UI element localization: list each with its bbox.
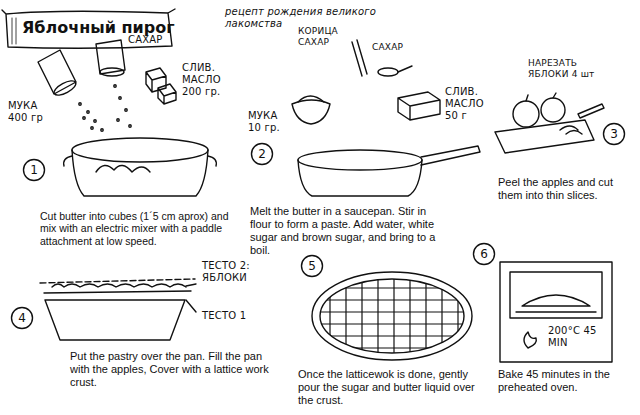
- ingredient-label: НАРЕЗАТЬ ЯБЛОКИ 4 шт: [528, 58, 618, 79]
- mixing-pot: [64, 138, 217, 196]
- ingredient-label: СЛИВ. МАСЛО 50 г: [445, 86, 497, 121]
- step-caption: Cut butter into cubes (1´5 cm aprox) and…: [40, 210, 245, 247]
- pie-dish: [40, 279, 196, 340]
- flour-jar: [38, 50, 103, 131]
- ingredient-label: САХАР: [128, 34, 188, 46]
- sauce-pan: [298, 146, 480, 196]
- butter-cubes: [146, 68, 176, 104]
- step-caption: Bake 45 minutes in the preheated oven.: [498, 368, 634, 394]
- step-number-text: 5: [308, 259, 316, 273]
- oven: [500, 262, 612, 362]
- ingredient-label: САХАР: [372, 42, 422, 53]
- flour-bowl: [292, 96, 330, 124]
- sugar-jar: [96, 40, 131, 127]
- step-caption: Melt the butter in a saucepan. Stir in f…: [250, 205, 442, 257]
- step-circle-outline: [12, 308, 33, 329]
- step-caption: Once the latticewok is done, gently pour…: [298, 368, 488, 407]
- butter-block: [398, 92, 440, 120]
- lattice-pie: [310, 270, 475, 360]
- step-number: 5: [300, 254, 324, 278]
- step-circle-outline: [302, 256, 323, 277]
- step-number-text: 1: [30, 163, 38, 177]
- step-number: 6: [472, 242, 496, 266]
- apples-board: [495, 93, 604, 153]
- step-circle-outline: [474, 244, 495, 265]
- step-number: 2: [250, 142, 274, 166]
- step-number: 1: [22, 158, 46, 182]
- ingredient-label: СЛИВ. МАСЛО 200 гр.: [182, 62, 238, 97]
- step-number: 3: [602, 122, 626, 146]
- step-caption: Put the pastry over the pan. Fill the pa…: [70, 350, 280, 389]
- ingredient-label: МУКА 10 гр.: [248, 110, 288, 134]
- banner-hatch: [12, 18, 16, 44]
- step-number-text: 2: [258, 147, 266, 161]
- step-number: 4: [10, 306, 34, 330]
- layer-label: ТЕСТО 1: [202, 310, 262, 322]
- ingredient-label: МУКА 400 гр: [8, 100, 48, 124]
- layer-label: ТЕСТО 2: ЯБЛОКИ: [202, 260, 264, 284]
- step-circle-outline: [24, 160, 45, 181]
- oven-setting: 200°C 45 MIN: [548, 325, 602, 349]
- ingredient-label: КОРИЦА САХАР: [298, 26, 350, 47]
- step-circle-outline: [252, 144, 273, 165]
- step-number-text: 3: [610, 127, 618, 141]
- step-circle-outline: [604, 124, 625, 145]
- step-number-text: 6: [480, 247, 488, 261]
- step-caption: Peel the apples and cut them into thin s…: [498, 176, 634, 202]
- step-number-text: 4: [18, 311, 26, 325]
